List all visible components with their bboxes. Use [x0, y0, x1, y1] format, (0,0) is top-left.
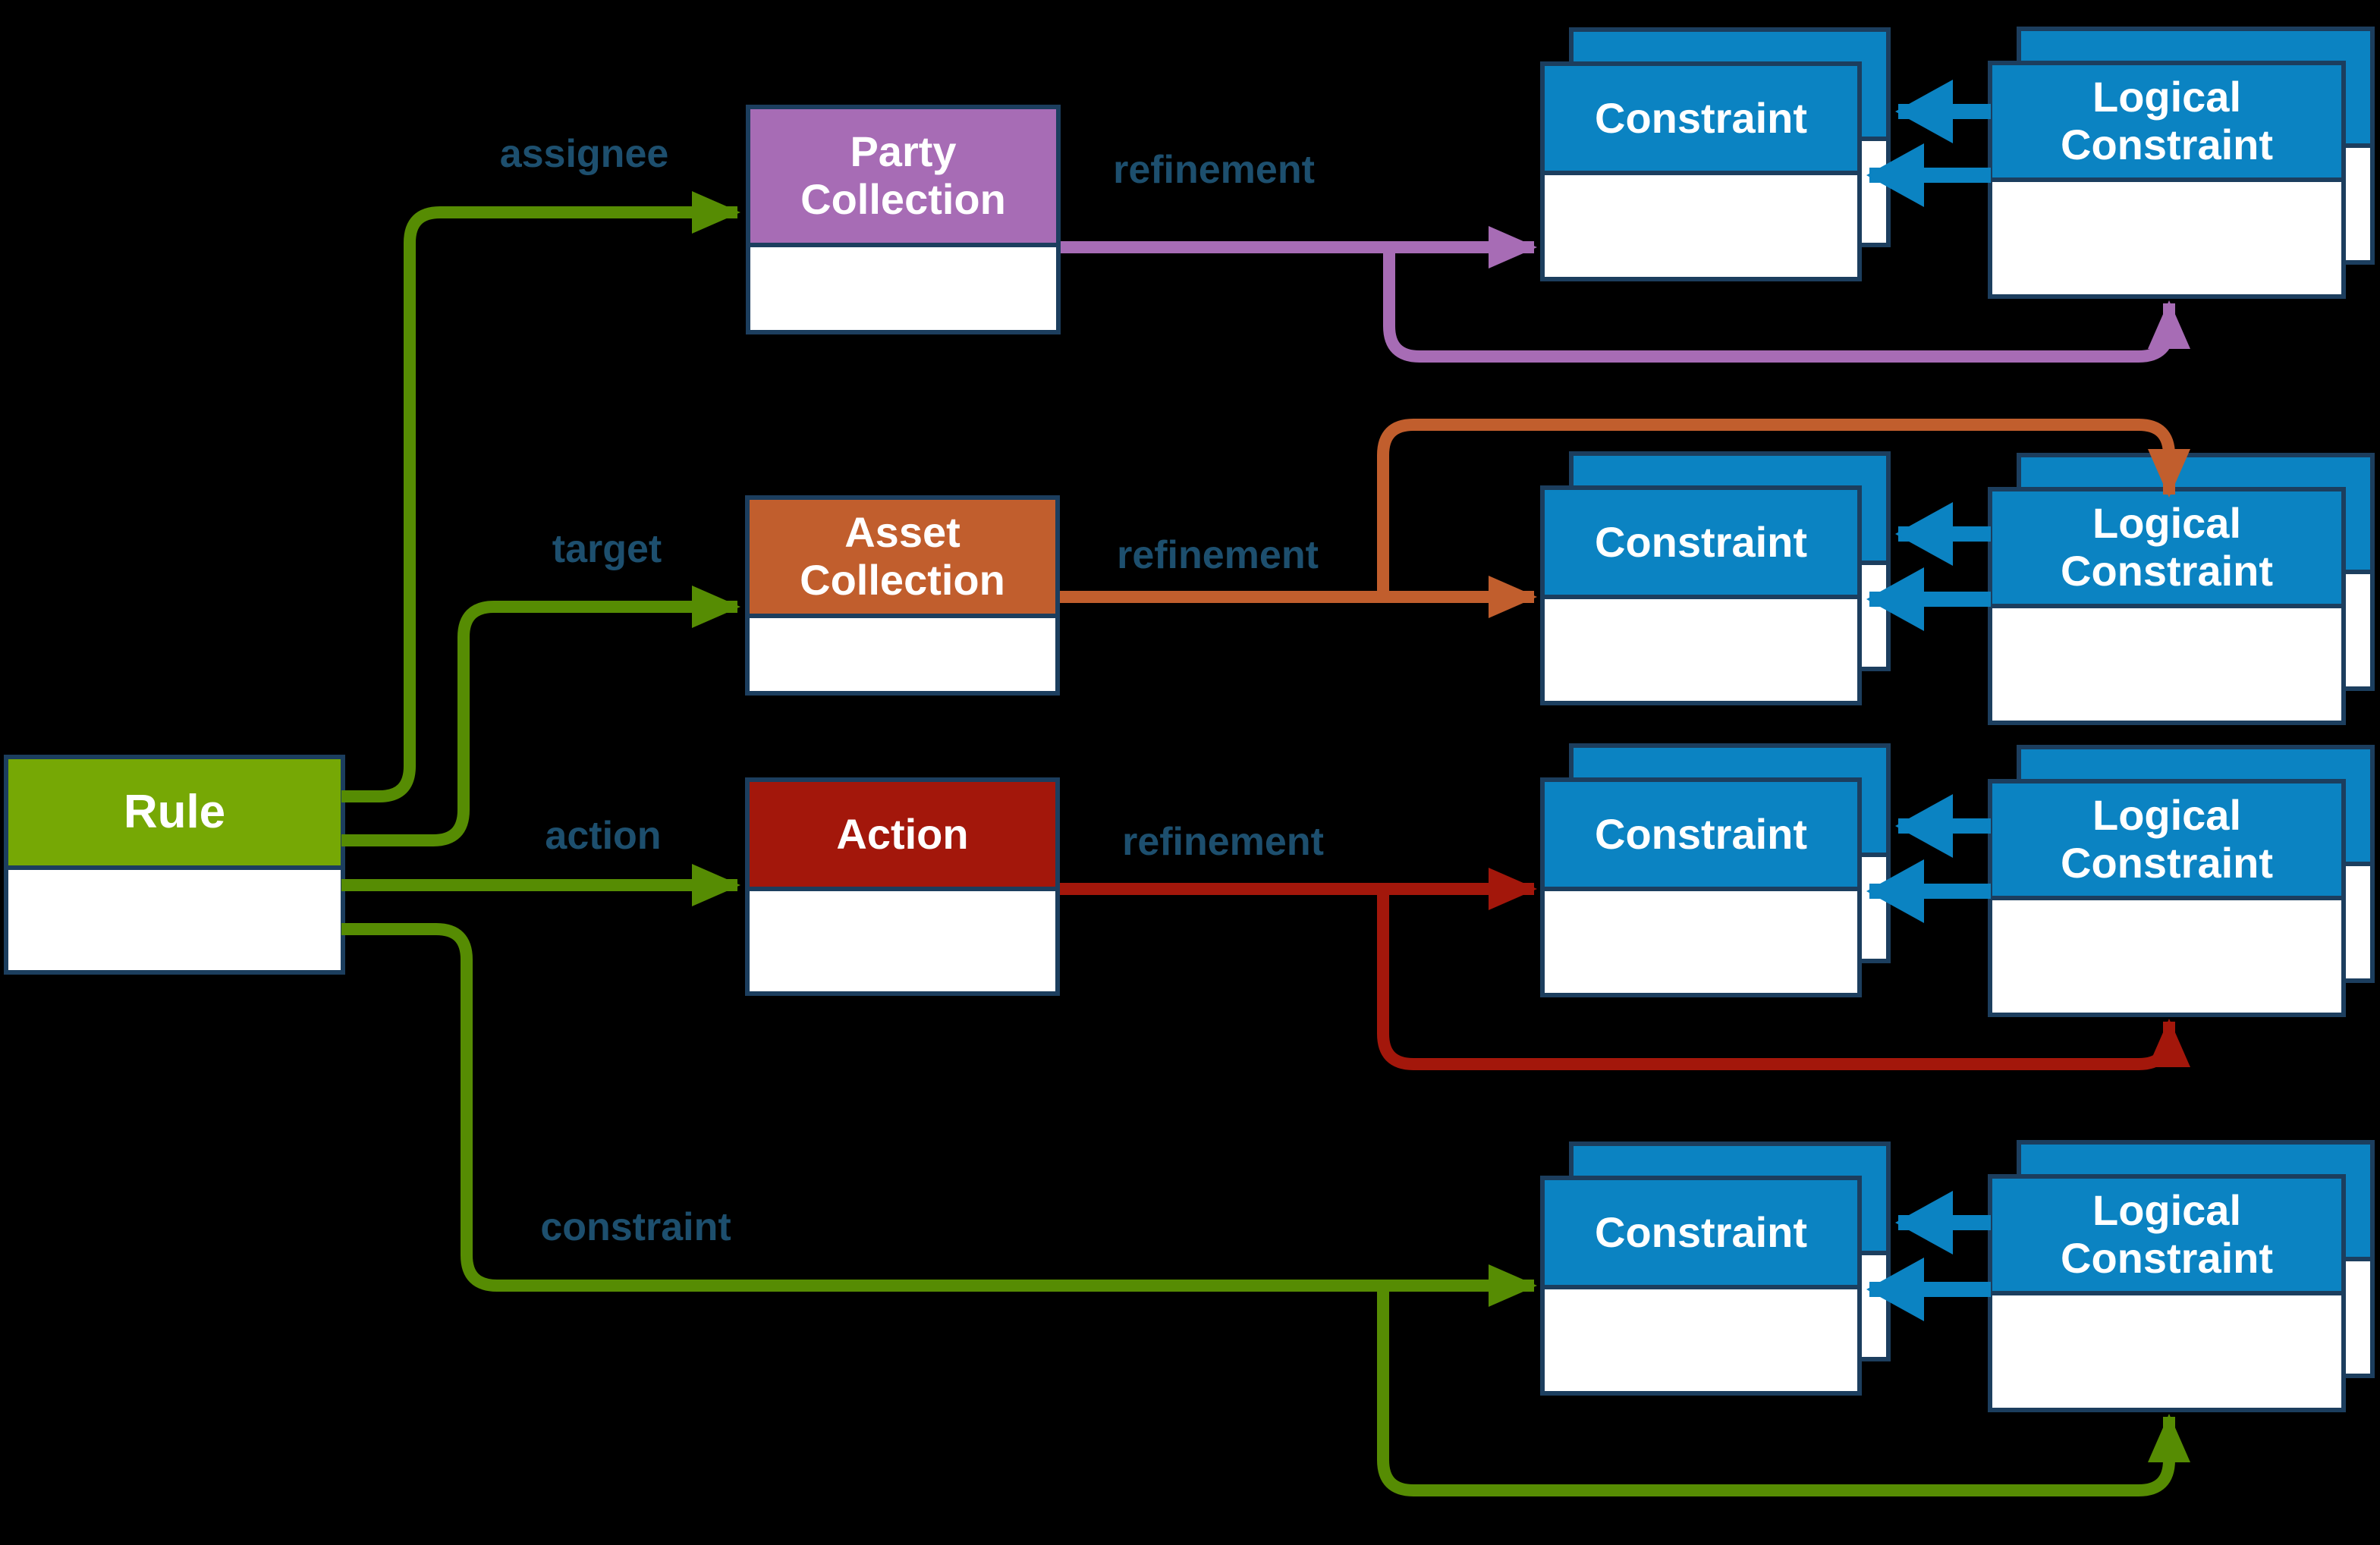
- constraint-box-title: Constraint: [1545, 66, 1857, 175]
- logical-constraint-box-title: Logical Constraint: [1992, 783, 2341, 900]
- constraint-box: Constraint: [1540, 485, 1862, 705]
- target-edge-label: target: [552, 527, 662, 571]
- refinement-edge-label-action: refinement: [1122, 820, 1324, 864]
- constraint-arrow: [341, 923, 1537, 1307]
- action-box: Action: [745, 777, 1060, 996]
- constraint-loop-arrow: [1377, 1286, 2190, 1496]
- assignee-arrow: [341, 191, 740, 802]
- asset-collection-box: Asset Collection: [745, 495, 1060, 696]
- logical-constraint-box: Logical Constraint: [1988, 1174, 2346, 1412]
- logical-constraint-box: Logical Constraint: [1988, 61, 2346, 299]
- assignee-edge-label: assignee: [499, 132, 669, 176]
- constraint-box-title: Constraint: [1545, 782, 1857, 891]
- constraint-box: Constraint: [1540, 777, 1862, 997]
- logical-constraint-box-title: Logical Constraint: [1992, 65, 2341, 182]
- refinement-edge-label-asset: refinement: [1117, 533, 1319, 577]
- refinement-loop-action: [1377, 889, 2190, 1070]
- logical-constraint-box: Logical Constraint: [1988, 487, 2346, 725]
- target-arrow: [341, 586, 740, 846]
- action-box-title: Action: [750, 782, 1055, 891]
- rule-box-title: Rule: [8, 759, 341, 870]
- party-collection-box: Party Collection: [746, 105, 1061, 334]
- rule-box: Rule: [4, 755, 345, 975]
- constraint-box-title: Constraint: [1545, 490, 1857, 599]
- party-collection-box-title: Party Collection: [750, 109, 1056, 247]
- constraint-edge-label: constraint: [540, 1205, 731, 1249]
- logical-constraint-box: Logical Constraint: [1988, 779, 2346, 1017]
- refinement-edge-label-party: refinement: [1113, 148, 1315, 192]
- constraint-box-title: Constraint: [1545, 1180, 1857, 1289]
- constraint-box: Constraint: [1540, 61, 1862, 281]
- logical-constraint-box-title: Logical Constraint: [1992, 1179, 2341, 1295]
- constraint-box: Constraint: [1540, 1176, 1862, 1396]
- action-edge-label: action: [545, 814, 662, 858]
- logical-constraint-box-title: Logical Constraint: [1992, 491, 2341, 608]
- refinement-loop-asset: [1377, 419, 2190, 597]
- asset-collection-box-title: Asset Collection: [750, 500, 1055, 618]
- refinement-loop-party: [1383, 247, 2190, 363]
